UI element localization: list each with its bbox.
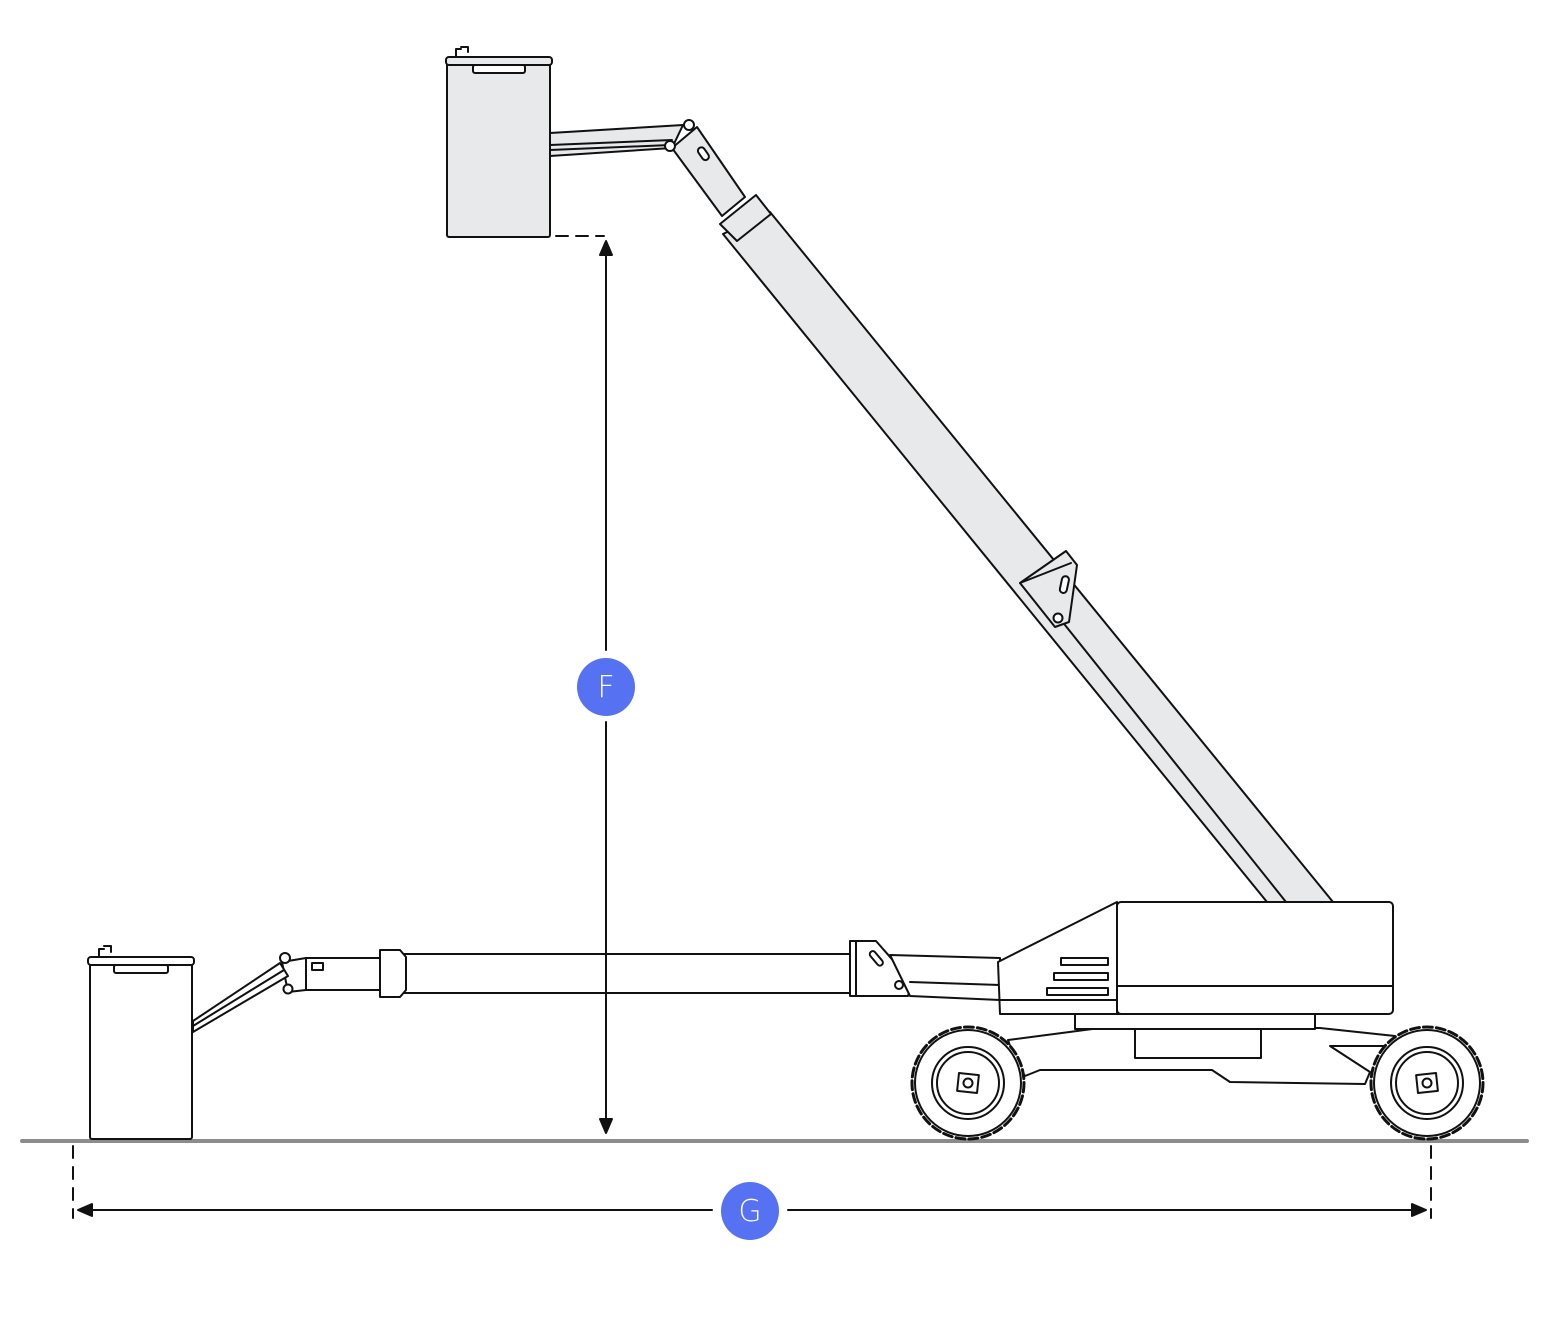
chassis	[997, 901, 1396, 1085]
raised-boom	[549, 119, 1334, 903]
dimension-g-badge: G	[721, 1182, 779, 1240]
raised-basket	[445, 46, 553, 238]
dimension-f-badge: F	[577, 658, 635, 716]
dimension-g	[72, 1145, 1432, 1219]
stowed-boom	[192, 940, 1001, 1033]
dimension-f	[555, 235, 613, 1134]
stowed-basket	[87, 945, 195, 1140]
rear-wheel	[1369, 1025, 1485, 1141]
front-wheel	[910, 1025, 1026, 1141]
